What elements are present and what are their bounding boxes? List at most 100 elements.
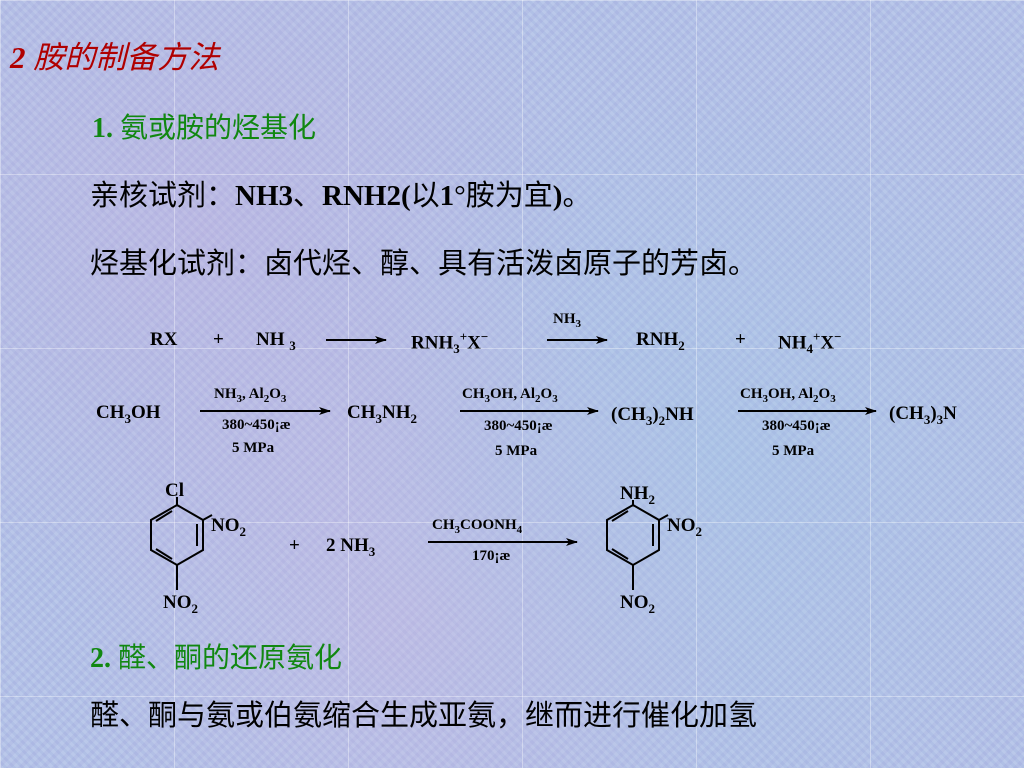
temperature-label: 170¡æ	[472, 548, 511, 564]
subscript: 2	[695, 523, 703, 539]
section-heading-2: 2. 醛、酮的还原氨化	[90, 636, 342, 676]
pressure-label: 5 MPa	[772, 443, 815, 459]
subscript: 2	[678, 337, 685, 353]
pressure-label: 5 MPa	[495, 443, 538, 459]
text-segment: NH	[214, 386, 237, 402]
ammonium-salt: RNH3+X−	[411, 329, 488, 357]
subscript: 3	[552, 393, 558, 405]
nh3-reactant: NH 3	[256, 329, 296, 354]
text-segment: CH	[347, 402, 376, 423]
text-segment: 2 NH	[326, 535, 369, 556]
text-segment: NH	[256, 329, 285, 350]
subscript: 3	[923, 411, 931, 427]
nucleophile-line: 亲核试剂：NH3、RNH2(以1°胺为宜)。	[90, 172, 591, 214]
section-text: 醛、酮的还原氨化	[111, 643, 343, 674]
methanol: CH3OH	[96, 402, 161, 427]
benzene-ring	[606, 500, 669, 590]
text-segment: RNH	[636, 329, 679, 350]
text-segment: )	[552, 180, 563, 212]
condition-ch3oh-al2o3: CH3OH, Al2O3	[740, 386, 836, 405]
text-segment: NH	[620, 483, 649, 504]
subscript: 2	[658, 412, 666, 428]
subscript: 3	[484, 393, 491, 405]
condition-ch3oh-al2o3: CH3OH, Al2O3	[462, 386, 558, 405]
subscript: 3	[645, 412, 653, 428]
temperature-label: 380~450¡æ	[222, 417, 291, 433]
text-segment: OH, Al	[768, 386, 814, 402]
text-segment: NH	[778, 332, 807, 354]
subscript: 3	[936, 411, 944, 427]
text-segment: 、	[293, 180, 323, 212]
text-segment: X	[820, 332, 835, 354]
text-segment: NH	[382, 402, 411, 423]
nitro-label: NO2	[211, 515, 246, 540]
text-segment: NH3	[235, 180, 294, 212]
text-segment: O	[540, 386, 553, 402]
text-segment: , Al	[242, 386, 264, 402]
text-segment: )	[930, 403, 937, 424]
title-text: 胺的制备方法	[25, 40, 220, 75]
plus-sign: +	[735, 329, 746, 350]
subscript: 3	[830, 393, 836, 405]
subscript: 2	[535, 393, 541, 405]
subscript: 2	[191, 600, 199, 616]
pressure-label: 5 MPa	[232, 440, 275, 456]
section-heading-1: 1. 氨或胺的烃基化	[92, 106, 316, 146]
methylamine: CH3NH2	[347, 402, 417, 427]
subscript: 3	[454, 524, 461, 536]
text-segment: NO	[620, 592, 649, 613]
subscript: 3	[280, 393, 287, 405]
condition-ammonium-acetate: CH3COONH4	[432, 517, 522, 536]
text-segment: (CH	[889, 403, 924, 424]
subscript: 3	[575, 318, 582, 330]
text-segment: °胺为宜	[454, 180, 553, 212]
text-segment: 。	[562, 180, 592, 212]
subscript: 2	[648, 600, 656, 616]
subscript: 4	[806, 341, 814, 357]
text-segment: OH	[131, 402, 161, 423]
subscript: 2	[239, 523, 247, 539]
text-segment: COONH	[460, 517, 517, 533]
text-segment: CH	[740, 386, 763, 402]
section-number: 1.	[92, 113, 113, 144]
subscript: 3	[368, 543, 376, 559]
superscript: −	[834, 329, 842, 344]
chlorine-label: Cl	[165, 480, 184, 501]
reductive-amination-line: 醛、酮与氨或伯氨缩合生成亚氨，继而进行催化加氢	[90, 700, 758, 732]
subscript: 2	[263, 393, 270, 405]
text-segment: O	[269, 386, 281, 402]
text-segment: NH	[665, 404, 694, 425]
text-segment: NO	[667, 515, 696, 536]
nitro-label: NO2	[620, 592, 655, 617]
text-segment: NO	[163, 592, 192, 613]
two-ammonia: 2 NH3	[326, 535, 375, 560]
text-segment: X	[467, 332, 481, 354]
trimethylamine: (CH3)3N	[889, 403, 957, 428]
text-segment: NO	[211, 515, 240, 536]
superscript: +	[813, 329, 821, 344]
subscript: 2	[410, 410, 418, 426]
superscript: −	[480, 329, 489, 344]
temperature-label: 380~450¡æ	[762, 418, 831, 434]
condition-nh3-al2o3: NH3, Al2O3	[214, 386, 286, 405]
slide-title: 2 胺的制备方法	[10, 32, 219, 77]
subscript: 3	[289, 337, 296, 353]
alkylating-agent-line: 烃基化试剂：卤代烃、醇、具有活泼卤原子的芳卤。	[90, 248, 758, 280]
benzene-ring	[150, 497, 213, 590]
text-segment: N	[943, 403, 957, 424]
text-segment: CH	[462, 386, 485, 402]
plus-sign: +	[213, 329, 224, 350]
superscript: +	[459, 329, 468, 344]
plus-sign: +	[289, 535, 300, 556]
text-segment: 以	[410, 180, 440, 212]
subscript: 4	[516, 524, 523, 536]
text-segment: CH	[96, 402, 125, 423]
arrow-reagent-nh3: NH3	[553, 311, 581, 330]
subscript: 3	[453, 341, 460, 357]
nitro-label: NO2	[163, 592, 198, 617]
section-number: 2.	[90, 643, 111, 674]
subscript: 3	[375, 410, 383, 426]
subscript: 3	[124, 410, 132, 426]
temperature-label: 380~450¡æ	[484, 418, 553, 434]
